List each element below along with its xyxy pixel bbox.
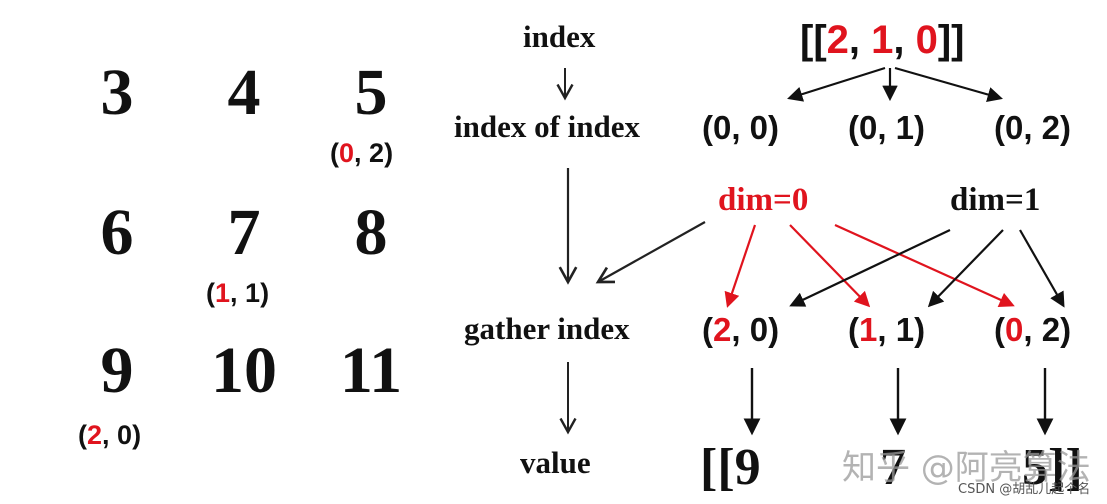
grid-cell-4: 4 [227,56,261,129]
arrow-dim1-to-gather-0 [789,229,951,307]
coord-label-7: (1, 1) [206,278,270,308]
arrow-dim-to-gather [595,221,706,284]
coord-first: 2 [87,420,103,450]
label-index-of-index: index of index [454,109,641,144]
grid-cell-8: 8 [354,196,388,269]
grid-cell-3: 3 [100,56,134,129]
watermark: 知乎 @阿亮算法 [842,448,1091,488]
grid-cell-7: 7 [227,196,261,269]
grid-cell-5: 5 [354,56,388,129]
result-value-2: 5]] [1022,439,1083,496]
index-of-index-tuple-1: (0, 1) [848,109,926,146]
gather-index-tuple-1: (1, 1) [848,311,926,348]
gather-index-tuple-0: (2, 0) [702,311,780,348]
result-value-0: [[9 [700,439,761,496]
coord-label-9: (2, 0) [78,420,142,450]
arrow-dim0-to-gather-0 [724,224,757,308]
credit-text: CSDN @胡乱儿起个名 [958,482,1091,497]
grid-cell-10: 10 [211,334,277,407]
arrow-dim0-to-gather-1 [789,224,871,308]
dim1-label: dim=1 [950,182,1041,218]
arrow-dim1-to-gather-1 [927,229,1004,308]
dim0-label: dim=0 [718,182,809,218]
coord-first: 0 [339,138,355,168]
index-tensor: [[2, 1, 0]] [800,18,965,62]
coord-first: 1 [215,278,231,308]
grid-cell-11: 11 [339,334,403,407]
grid-cell-9: 9 [100,334,134,407]
index-of-index-tuple-0: (0, 0) [702,109,780,146]
label-index: index [523,19,596,54]
index-of-index-tuple-2: (0, 2) [994,109,1072,146]
arrow-dim0-to-gather-2 [834,223,1015,307]
label-gather-index: gather index [464,311,630,346]
label-value: value [520,445,591,480]
arrow-dim1-to-gather-2 [1019,229,1065,308]
coord-label-5: (0, 2) [330,138,394,168]
result-value-1: 7 [880,439,906,496]
gather-index-tuple-2: (0, 2) [994,311,1072,348]
grid-cell-6: 6 [100,196,134,269]
arrow-index-to-tuple-0 [787,66,886,102]
arrow-index-to-tuple-2 [894,66,1003,103]
